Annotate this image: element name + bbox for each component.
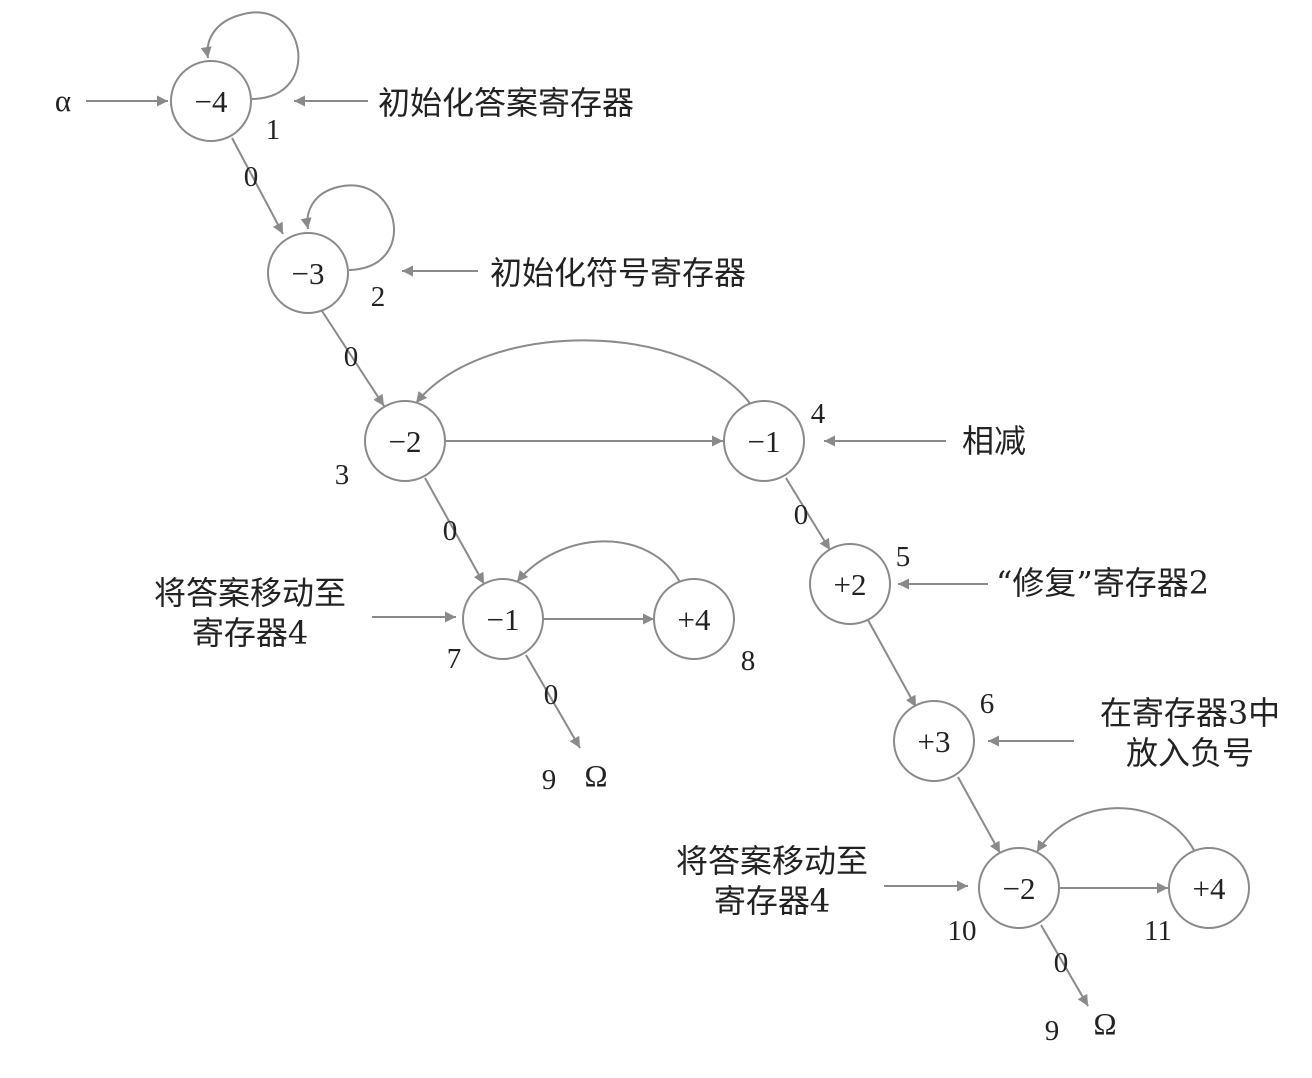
omega-symbol: Ω: [584, 758, 607, 793]
node-7: −1 7: [447, 578, 544, 675]
node-11: +4 11: [1144, 847, 1250, 947]
node-value: −2: [1003, 871, 1036, 906]
edge-label-7-terminal: 0: [544, 679, 559, 711]
edge-4-to-3-back: [415, 339, 753, 407]
start-symbol-alpha: α: [55, 83, 71, 118]
node-number: 6: [980, 688, 995, 720]
edge-8-to-7-back: [516, 540, 682, 585]
edge-5-to-6: [867, 619, 917, 708]
annotation-move-b-line2: 寄存器4: [714, 882, 830, 920]
node-5: +2 5: [809, 541, 911, 625]
node-circle: [462, 578, 544, 660]
node-number: 10: [948, 915, 977, 947]
node-circle: [809, 543, 891, 625]
annotation-subtract: 相减: [962, 422, 1026, 460]
node-6: +3 6: [893, 688, 995, 782]
node-circle: [723, 400, 805, 482]
node-circle: [170, 60, 252, 142]
edge-6-to-10: [957, 776, 1001, 854]
edge-label-10-terminal: 0: [1054, 947, 1069, 979]
node-1: −4 1: [170, 60, 281, 146]
annotation-init-answer: 初始化答案寄存器: [378, 84, 634, 122]
node-circle: [364, 400, 446, 482]
node-circle: [893, 700, 975, 782]
node-number: 8: [741, 645, 756, 677]
node-circle: [653, 578, 735, 660]
edge-label-1-2: 0: [244, 161, 259, 193]
edge-label-4-5: 0: [794, 499, 809, 531]
terminal-1: 9 Ω: [542, 758, 608, 796]
edge-7-to-terminal: [525, 654, 581, 749]
terminal-2: 9 Ω: [1045, 1006, 1117, 1047]
annotation-init-sign: 初始化符号寄存器: [490, 254, 746, 292]
terminal-number: 9: [1045, 1015, 1060, 1047]
self-loop-node-2: [300, 184, 396, 271]
annotation-fix-register: “修复”寄存器2: [996, 564, 1209, 602]
node-number: 5: [896, 541, 911, 573]
edge-3-to-7: [424, 477, 485, 585]
edge-11-to-10-back: [1036, 807, 1196, 853]
annotation-negate-line2: 放入负号: [1126, 734, 1254, 772]
node-value: +3: [918, 724, 951, 759]
node-circle: [978, 847, 1060, 929]
node-number: 11: [1144, 915, 1172, 947]
node-value: +4: [1193, 871, 1226, 906]
node-2: −3 2: [267, 232, 386, 314]
node-value: −1: [748, 424, 781, 459]
node-10: −2 10: [948, 847, 1060, 947]
annotation-move-a-line2: 寄存器4: [192, 614, 308, 652]
edge-label-3-7: 0: [443, 515, 458, 547]
node-value: +4: [678, 602, 711, 637]
terminal-number: 9: [542, 764, 557, 796]
edge-label-2-3: 0: [344, 341, 359, 373]
node-4: −1 4: [723, 398, 826, 482]
node-circle: [267, 232, 349, 314]
node-3: −2 3: [335, 400, 446, 491]
annotation-move-b-line1: 将答案移动至: [676, 842, 868, 880]
self-loop-node-1: [200, 11, 300, 100]
node-value: −3: [292, 256, 325, 291]
node-number: 4: [811, 398, 826, 430]
node-value: −4: [195, 84, 228, 119]
edge-1-to-2: [231, 137, 284, 235]
node-8: +4 8: [653, 578, 756, 677]
edge-2-to-3: [321, 310, 385, 407]
node-value: +2: [834, 567, 867, 602]
node-number: 2: [371, 281, 386, 313]
annotation-move-a-line1: 将答案移动至: [154, 574, 346, 612]
node-number: 7: [447, 643, 462, 675]
node-circle: [1168, 847, 1250, 929]
node-number: 1: [266, 114, 281, 146]
annotation-negate-line1: 在寄存器3中: [1100, 694, 1280, 732]
node-value: −2: [389, 424, 422, 459]
node-value: −1: [487, 602, 520, 637]
node-number: 3: [335, 459, 350, 491]
edge-10-to-terminal: [1040, 924, 1089, 1007]
edges: [86, 11, 1196, 1007]
edge-4-to-5: [785, 477, 831, 551]
omega-symbol: Ω: [1093, 1006, 1116, 1041]
